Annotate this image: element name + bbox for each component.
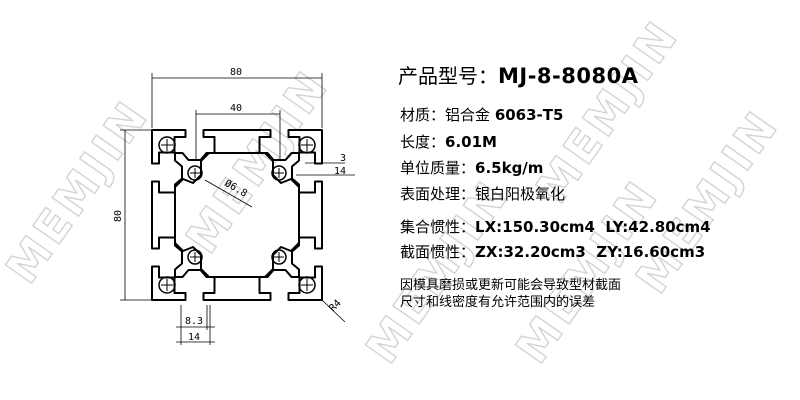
slot-depth-dimension: 3 [340,153,346,164]
material-value-cn: 铝合金 [445,106,491,124]
material-value: 6063-T5 [494,106,564,124]
hole-crosshair [301,279,313,291]
inertia-row: 集合惯性：LX:150.30cm4 LY:42.80cm4 [400,216,711,237]
hole-crosshair [274,252,284,262]
section-value: ZX:32.20cm3 ZY:16.60cm3 [475,243,706,261]
hole-crosshair [301,139,313,151]
inertia-label: 集合惯性： [400,218,476,236]
surface-row: 表面处理：银白阳极氧化 [400,183,565,204]
surface-value: 银白阳极氧化 [475,185,566,203]
mass-label: 单位质量： [400,159,476,177]
slot-width-dimension-bottom: 14 [188,332,200,343]
hole-diameter-dimension: Ø6.8 [223,177,250,199]
center-hole [271,165,287,181]
length-row: 长度：6.01M [400,131,497,152]
slot-pitch-dimension: 40 [230,103,242,114]
material-row: 材质：铝合金 6063-T5 [400,104,563,125]
corner-hole [298,276,316,294]
hole-crosshair [274,168,284,178]
center-hole [187,249,203,265]
hole-crosshair [161,279,173,291]
surface-label: 表面处理： [400,185,476,203]
section-row: 截面惯性：ZX:32.20cm3 ZY:16.60cm3 [400,241,705,262]
material-label: 材质： [400,106,446,124]
inner-cavity [174,152,300,278]
height-dimension: 80 [113,210,124,222]
hole-crosshair [190,168,200,178]
corner-hole [158,136,176,154]
hole-crosshair [161,139,173,151]
length-label: 长度： [400,133,446,151]
tolerance-note-line2: 尺寸和线密度有允许范围内的误差 [400,295,596,310]
profile-outline [151,129,323,301]
corner-hole [298,136,316,154]
dimension-lines [120,73,355,345]
width-dimension: 80 [230,67,242,78]
length-value: 6.01M [445,133,497,151]
hole-crosshair [190,252,200,262]
center-hole [271,249,287,265]
radius-dimension: R4 [327,298,343,314]
tolerance-note-line1: 因模具磨损或更新可能会导致型材截面 [400,278,622,293]
center-hole [187,165,203,181]
inertia-value: LX:150.30cm4 LY:42.80cm4 [475,218,711,236]
mass-value: 6.5kg/m [475,159,544,177]
model-label: 产品型号： [398,64,498,88]
model-value: MJ-8-8080A [498,64,639,88]
mass-row: 单位质量：6.5kg/m [400,157,543,178]
slot-width-dimension-right: 14 [334,166,346,177]
corner-hole [158,276,176,294]
product-model: 产品型号：MJ-8-8080A [398,60,638,89]
slot-opening-dimension: 8.3 [185,316,203,327]
section-label: 截面惯性： [400,243,476,261]
